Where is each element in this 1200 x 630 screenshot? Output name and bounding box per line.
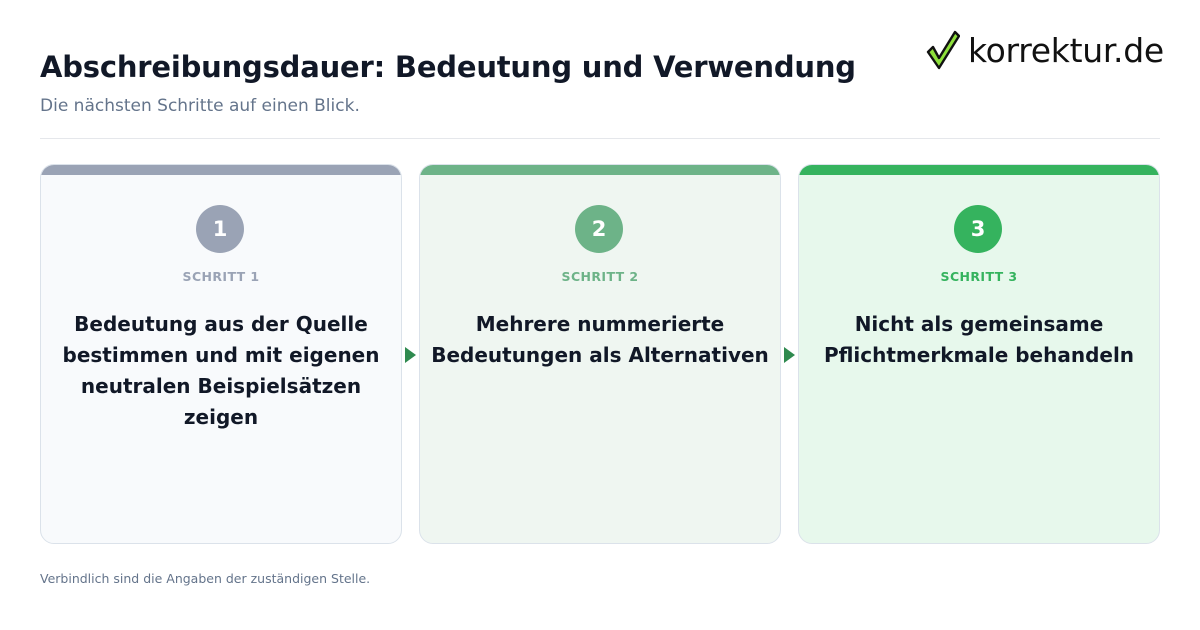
logo-text: korrektur.de xyxy=(968,30,1164,70)
logo[interactable]: korrektur.de xyxy=(926,30,1164,70)
step-number-badge: 3 xyxy=(954,205,1002,253)
step-accent-bar xyxy=(41,165,401,175)
step-card-2: 2 SCHRITT 2 Mehrere nummerierte Bedeutun… xyxy=(419,164,781,544)
step-number-badge: 2 xyxy=(575,205,623,253)
checkmark-icon xyxy=(926,30,960,70)
footer-note: Verbindlich sind die Angaben der zuständ… xyxy=(40,571,371,586)
step-card-1: 1 SCHRITT 1 Bedeutung aus der Quelle bes… xyxy=(40,164,402,544)
step-accent-bar xyxy=(799,165,1159,175)
step-description: Nicht als gemeinsame Pflichtmerkmale beh… xyxy=(823,312,1135,367)
step-accent-bar xyxy=(420,165,780,175)
step-label: SCHRITT 1 xyxy=(182,269,260,284)
header-divider xyxy=(40,138,1160,139)
step-label: SCHRITT 3 xyxy=(940,269,1018,284)
step-connector-arrow-icon xyxy=(784,347,795,363)
step-number-badge: 1 xyxy=(196,205,244,253)
step-description: Bedeutung aus der Quelle bestimmen und m… xyxy=(62,312,380,429)
page-subtitle: Die nächsten Schritte auf einen Blick. xyxy=(40,96,360,116)
step-label: SCHRITT 2 xyxy=(561,269,639,284)
page-title: Abschreibungsdauer: Bedeutung und Verwen… xyxy=(40,50,856,84)
step-card-3: 3 SCHRITT 3 Nicht als gemeinsame Pflicht… xyxy=(798,164,1160,544)
step-description: Mehrere nummerierte Bedeutungen als Alte… xyxy=(431,312,769,367)
step-connector-arrow-icon xyxy=(405,347,416,363)
